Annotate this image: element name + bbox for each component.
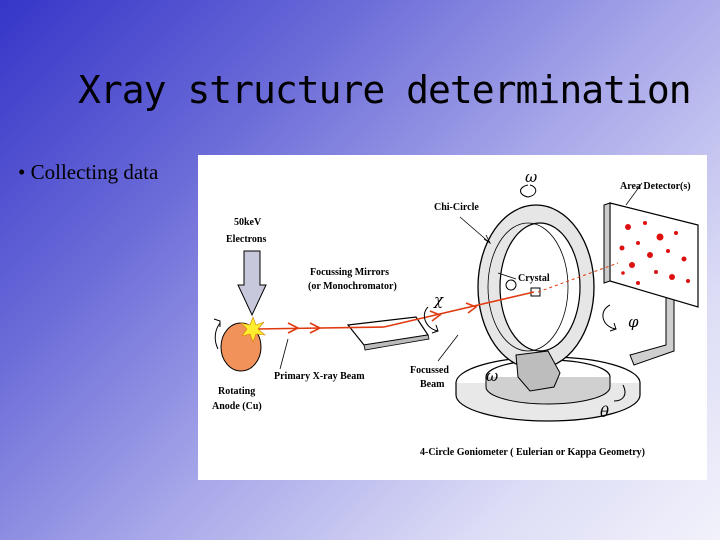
chi-circle-label: Chi-Circle <box>434 202 479 213</box>
chi-symbol: χ <box>433 291 444 309</box>
anode-label-line2: Anode (Cu) <box>212 401 262 412</box>
crystal-label: Crystal <box>518 273 550 284</box>
goniometer-label: 4-Circle Goniometer ( Eulerian or Kappa … <box>420 447 645 458</box>
goniometer-base <box>455 356 641 422</box>
electron-arrow <box>237 250 267 317</box>
diagram-svg: 50keV Electrons Focussing Mirrors (or Mo… <box>212 168 699 458</box>
diffracted-ray <box>537 262 619 293</box>
bullet-collecting-data: • Collecting data <box>18 160 159 184</box>
focussed-beam-label-line2: Beam <box>420 379 445 390</box>
chi-circle <box>477 204 595 370</box>
primary-beam-label: Primary X-ray Beam <box>274 371 365 382</box>
theta-symbol: θ <box>600 403 609 421</box>
rotation-arrows <box>213 184 626 402</box>
omega-top-symbol: ω <box>525 168 537 186</box>
omega-base-symbol: ω <box>486 367 498 385</box>
diffraction-spots <box>619 221 690 285</box>
electrons-label-line1: 50keV <box>234 217 262 228</box>
mirrors-label-line2: (or Monochromator) <box>308 281 397 292</box>
diffractometer-diagram: 50keV Electrons Focussing Mirrors (or Mo… <box>198 155 707 480</box>
mirrors-label-line1: Focussing Mirrors <box>310 267 389 278</box>
electrons-label-line2: Electrons <box>226 234 266 245</box>
goniometer-head <box>505 279 517 291</box>
xray-beam <box>255 291 535 334</box>
rotating-anode <box>220 316 266 372</box>
focussing-mirror <box>346 316 430 351</box>
anode-label-line1: Rotating <box>218 386 255 397</box>
ring-support <box>515 350 561 392</box>
area-detector <box>603 202 699 308</box>
leader-lines <box>279 182 643 370</box>
area-detector-label: Area Detector(s) <box>620 181 691 192</box>
slide-title: Xray structure determination <box>78 68 692 112</box>
phi-symbol: φ <box>628 313 639 331</box>
focussed-beam-label-line1: Focussed <box>410 365 449 376</box>
